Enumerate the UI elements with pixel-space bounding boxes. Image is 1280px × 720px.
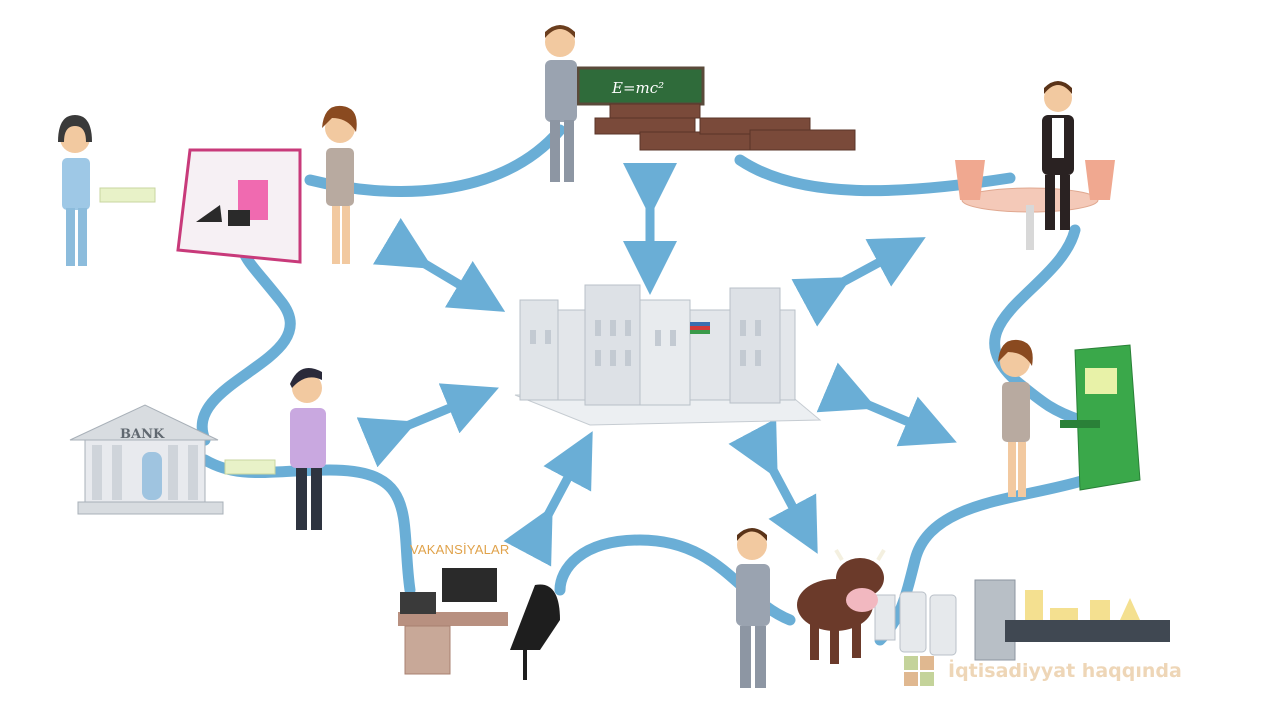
chalkboard-text: E=mc² bbox=[611, 79, 664, 97]
cow-icon bbox=[797, 548, 886, 664]
bank-icon: BANK bbox=[69, 404, 224, 515]
bank-sign: BANK bbox=[120, 427, 165, 442]
young-man-icon bbox=[290, 368, 326, 530]
banknotes-icon bbox=[99, 187, 276, 475]
government-building-icon bbox=[514, 284, 822, 426]
waiter-icon bbox=[955, 81, 1115, 250]
arrow-bottom-right bbox=[728, 418, 818, 554]
watermark-logo-icon bbox=[904, 656, 936, 688]
shop-woman-icon bbox=[322, 105, 357, 264]
teacher-icon: E=mc² bbox=[545, 25, 856, 182]
atm-icon bbox=[1060, 344, 1141, 491]
businessman-icon bbox=[736, 528, 770, 688]
watermark-text: İqtisadiyyat haqqında bbox=[948, 660, 1182, 682]
dairy-factory-icon bbox=[874, 579, 1170, 661]
vacancies-label: VAKANSİYALAR bbox=[410, 542, 510, 557]
arrow-top-right bbox=[791, 237, 926, 327]
arrow-top-left bbox=[372, 217, 506, 312]
arrow-bottom-left bbox=[503, 431, 593, 567]
arrows bbox=[356, 163, 957, 567]
arrow-left bbox=[356, 383, 499, 468]
woman-atm-icon bbox=[998, 339, 1033, 497]
watermark: İqtisadiyyat haqqında bbox=[904, 656, 1224, 696]
office-desk-icon bbox=[398, 568, 560, 680]
arrow-right bbox=[816, 362, 957, 447]
customer-woman-icon bbox=[58, 115, 92, 266]
shop-display-icon bbox=[176, 148, 302, 264]
